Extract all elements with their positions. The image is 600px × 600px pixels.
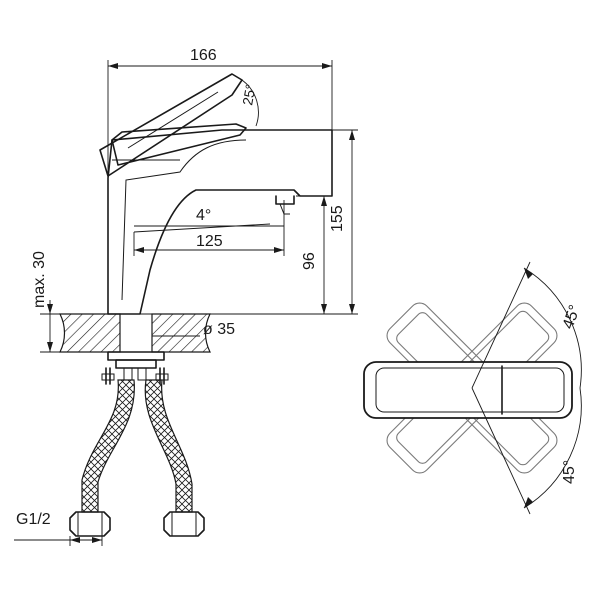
counter-left (59, 313, 121, 353)
dim-spout-reach: 125 4° (133, 200, 285, 256)
mounting-studs (105, 367, 165, 385)
label-spout-angle: 4° (196, 207, 211, 224)
dim-overall-width: 166 (107, 47, 333, 178)
dim-max-thickness: max. 30 (31, 251, 108, 353)
faucet-body (107, 129, 333, 315)
label-total-height: 155 (329, 205, 346, 232)
counter-right (151, 313, 211, 353)
dim-lever-angle: 25° (239, 79, 259, 127)
dim-spout-height: 96 (296, 195, 330, 314)
body-contour (121, 139, 247, 301)
hose-nut-left (69, 511, 111, 537)
lever-open (99, 73, 243, 177)
hose-right (144, 379, 193, 513)
label-max-thickness: max. 30 (31, 251, 48, 308)
top-view: 45° 45° (363, 261, 584, 515)
label-overall-width: 166 (190, 47, 217, 64)
side-view: 166 25° 155 96 (14, 47, 358, 546)
label-lever-angle: 25° (239, 83, 258, 107)
dim-hole-diameter: ø 35 (152, 321, 235, 338)
aerator (275, 195, 295, 205)
hose-left (81, 379, 135, 513)
dim-thread: G1/2 (14, 511, 103, 546)
lever-closed (111, 123, 247, 166)
hose-nut-right (163, 511, 205, 537)
label-spout-height: 96 (301, 252, 318, 270)
label-thread: G1/2 (16, 511, 51, 528)
label-rotation-down: 45° (561, 460, 578, 484)
label-hole-diameter: ø 35 (203, 321, 235, 338)
mounting-shank (119, 313, 153, 353)
label-spout-reach: 125 (196, 233, 223, 250)
handle-center (363, 361, 573, 419)
dim-total-height: 155 (210, 129, 358, 315)
